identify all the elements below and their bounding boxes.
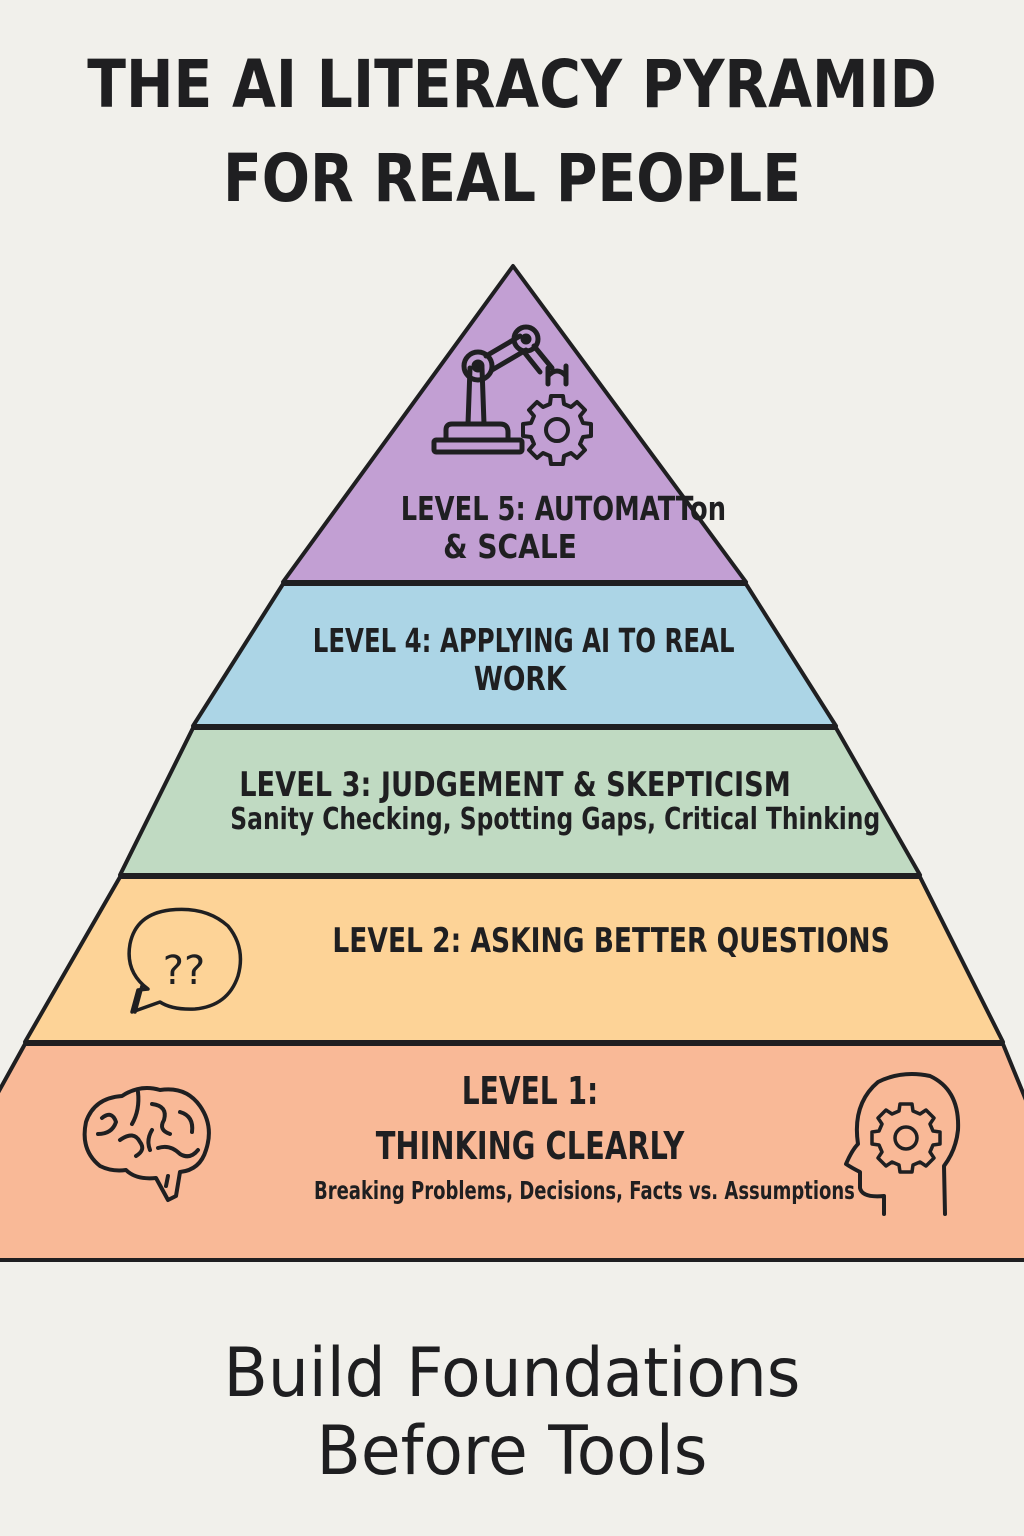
page-title-line-1: THE AI LITERACY PYRAMID [87,46,937,123]
level-1-subtitle: Breaking Problems, Decisions, Facts vs. … [314,1176,855,1206]
level-3-label: LEVEL 3: JUDGEMENT & SKEPTICISM Sanity C… [150,765,881,838]
question-marks-glyph: ?? [163,948,205,994]
footer-tagline-line-2: Before Tools [316,1412,708,1491]
level-3-subtitle: Sanity Checking, Spotting Gaps, Critical… [230,802,881,838]
question-speech-bubble-icon [127,907,243,1014]
level-1-heading: LEVEL 1: [461,1069,599,1113]
level-1-label: LEVEL 1: THINKING CLEARLY Breaking Probl… [230,1064,855,1206]
level-4-heading-line-2: WORK [473,658,567,698]
level-2-label: LEVEL 2: ASKING BETTER QUESTIONS [262,921,902,961]
level-4-heading: LEVEL 4: APPLYING AI TO REAL [312,621,735,660]
brain-icon [82,1086,211,1202]
level-5-heading-line-2: & SCALE [443,526,577,566]
gear-icon [521,394,593,466]
level-1-heading-line-2: THINKING CLEARLY [375,1124,685,1169]
page-title-line-2: FOR REAL PEOPLE [222,140,802,217]
level-4-label: LEVEL 4: APPLYING AI TO REAL WORK [240,622,800,698]
level-1-band [0,1042,1024,1262]
level-2-heading: LEVEL 2: ASKING BETTER QUESTIONS [332,921,890,961]
robot-arm-icon [431,324,569,455]
level-3-heading: LEVEL 3: JUDGEMENT & SKEPTICISM [239,765,791,805]
gear-icon [870,1102,942,1174]
level-5-label: LEVEL 5: AUTOMATTon & SCALE [330,490,730,566]
head-gear-icon [844,1072,961,1216]
footer-tagline-line-1: Build Foundations [223,1334,801,1413]
level-5-heading: LEVEL 5: AUTOMATTon [400,489,727,528]
